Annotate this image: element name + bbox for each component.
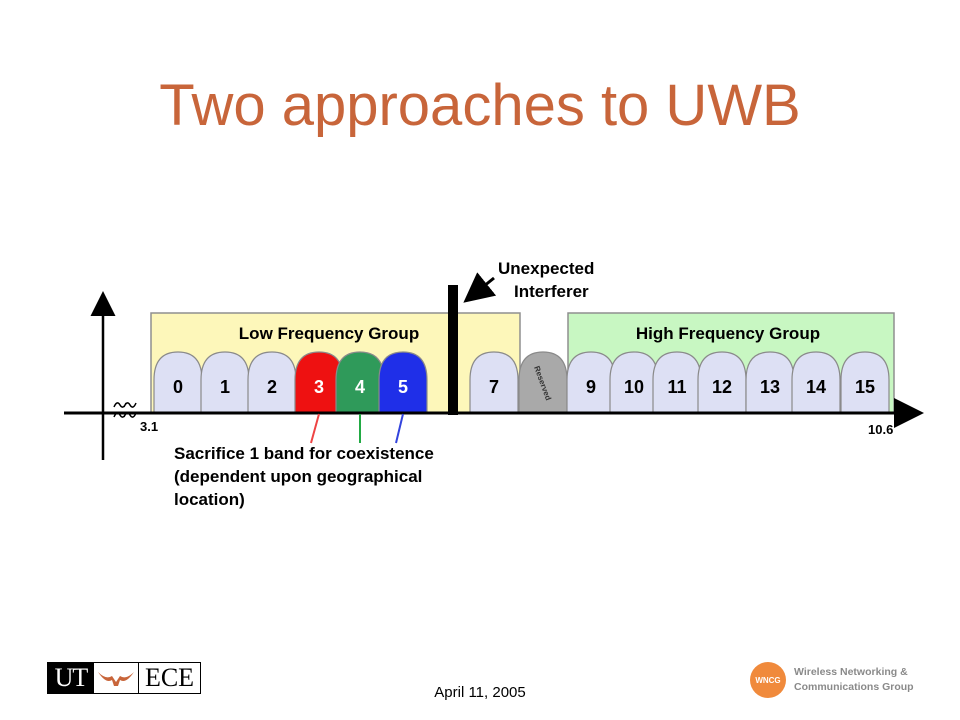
interferer-label-line2: Interferer <box>514 282 589 301</box>
interferer-arrow <box>463 272 497 303</box>
band-label-2: 2 <box>267 377 277 397</box>
interferer-label-line1: Unexpected <box>498 259 594 278</box>
wncg-logo: WNCG Wireless Networking & Communication… <box>750 660 940 700</box>
band-label-12: 12 <box>712 377 732 397</box>
interferer-bar <box>448 285 458 415</box>
band-label-11: 11 <box>667 377 686 397</box>
band-label-3: 3 <box>314 377 324 397</box>
note-line-3: location) <box>174 490 245 509</box>
band-label-14: 14 <box>806 377 826 397</box>
ut-ece-logo: UT ECE <box>47 662 201 694</box>
band-5 <box>378 351 428 414</box>
pointer-line-band-5 <box>395 413 404 444</box>
band-label-13: 13 <box>760 377 780 397</box>
band-label-7: 7 <box>489 377 499 397</box>
axis-break-mark <box>113 402 137 408</box>
band-label-15: 15 <box>855 377 875 397</box>
axis-break-mark <box>113 412 137 418</box>
ece-logo-text: ECE <box>138 663 200 693</box>
band-label-10: 10 <box>624 377 644 397</box>
longhorn-icon <box>94 663 138 693</box>
note-line-2: (dependent upon geographical <box>174 467 422 486</box>
band-label-4: 4 <box>355 377 365 397</box>
wncg-circle-icon: WNCG <box>750 662 786 698</box>
axis-start-label: 3.1 <box>140 419 158 434</box>
band-label-1: 1 <box>220 377 230 397</box>
wncg-line-1: Wireless Networking & <box>794 666 908 678</box>
band-label-9: 9 <box>586 377 596 397</box>
axis-end-label: 10.6 <box>868 422 893 437</box>
footer-date: April 11, 2005 <box>434 684 526 701</box>
low-frequency-group-label: Low Frequency Group <box>239 324 419 343</box>
note-line-1: Sacrifice 1 band for coexistence <box>174 444 434 463</box>
band-14 <box>791 351 841 414</box>
pointer-line-band-3 <box>310 413 320 444</box>
band-label-0: 0 <box>173 377 183 397</box>
band-7 <box>469 351 519 414</box>
ut-logo-text: UT <box>48 663 94 693</box>
slide-title: Two approaches to UWB <box>159 73 801 138</box>
wncg-line-2: Communications Group <box>794 681 914 693</box>
high-frequency-group-label: High Frequency Group <box>636 324 820 343</box>
band-15 <box>840 351 890 414</box>
band-label-5: 5 <box>398 377 408 397</box>
